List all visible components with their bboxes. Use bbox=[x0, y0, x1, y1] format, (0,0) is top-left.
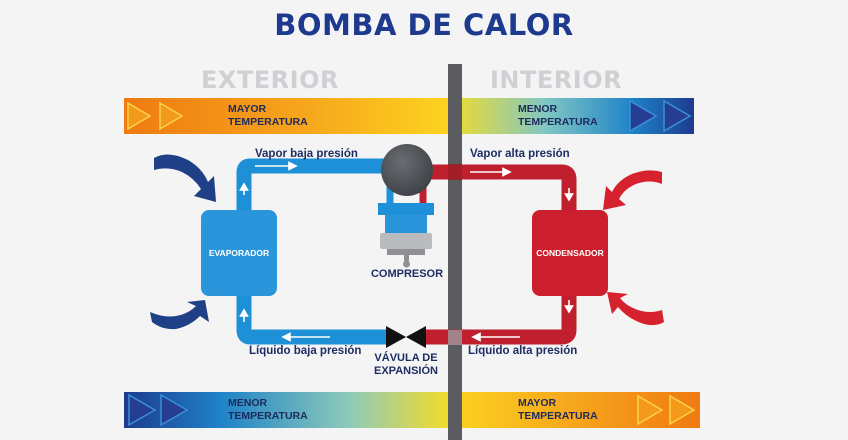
section-interior-label: INTERIOR bbox=[490, 66, 623, 94]
curved-arrow-icon bbox=[603, 170, 662, 210]
evaporator-label: EVAPORADOR bbox=[208, 248, 270, 258]
curved-arrow-icon bbox=[150, 300, 209, 330]
band-bottom-right-label: MAYOR TEMPERATURA bbox=[518, 397, 598, 422]
evaporator-unit bbox=[201, 210, 277, 296]
band-top-right-label: MENOR TEMPERATURA bbox=[518, 103, 598, 128]
vapor-high-pressure-label: Vapor alta presión bbox=[470, 148, 570, 160]
cold-circuit bbox=[236, 158, 396, 345]
page-title: BOMBA DE CALOR bbox=[274, 8, 574, 42]
chevron-right-icon bbox=[159, 101, 184, 131]
hot-air-arrows bbox=[603, 170, 664, 326]
curved-arrow-icon bbox=[607, 292, 664, 326]
condenser-unit bbox=[532, 210, 608, 296]
band-top-right bbox=[448, 98, 694, 134]
expansion-valve-label: VÁVULA DE EXPANSIÓN bbox=[374, 352, 438, 377]
curved-arrow-icon bbox=[154, 154, 216, 202]
chevron-right-icon bbox=[629, 99, 658, 133]
liquid-low-pressure-label: Líquido baja presión bbox=[249, 345, 362, 357]
liquid-high-pressure-label: Líquido alta presión bbox=[468, 345, 578, 357]
band-bottom-left bbox=[124, 392, 448, 428]
chevron-right-icon bbox=[127, 101, 152, 131]
compressor-label: COMPRESOR bbox=[370, 268, 444, 280]
band-top-left bbox=[124, 98, 448, 134]
chevron-right-icon bbox=[669, 394, 696, 426]
wall-divider bbox=[448, 64, 462, 440]
chevron-right-icon bbox=[637, 394, 664, 426]
band-top-left-label: MAYOR TEMPERATURA bbox=[228, 103, 308, 128]
section-exterior-label: EXTERIOR bbox=[201, 66, 339, 94]
vapor-low-pressure-label: Vapor baja presión bbox=[255, 148, 358, 160]
band-bottom-left-label: MENOR TEMPERATURA bbox=[228, 397, 308, 422]
expansion-valve-icon bbox=[386, 326, 426, 348]
cold-air-arrows bbox=[150, 154, 216, 330]
band-bottom-right bbox=[448, 392, 700, 428]
flow-arrows bbox=[239, 161, 574, 342]
chevron-right-icon bbox=[128, 393, 157, 427]
compressor-unit bbox=[378, 144, 434, 268]
hot-circuit bbox=[418, 164, 577, 345]
chevron-right-icon bbox=[663, 99, 692, 133]
chevron-right-icon bbox=[160, 393, 189, 427]
condenser-label: CONDENSADOR bbox=[536, 248, 604, 258]
